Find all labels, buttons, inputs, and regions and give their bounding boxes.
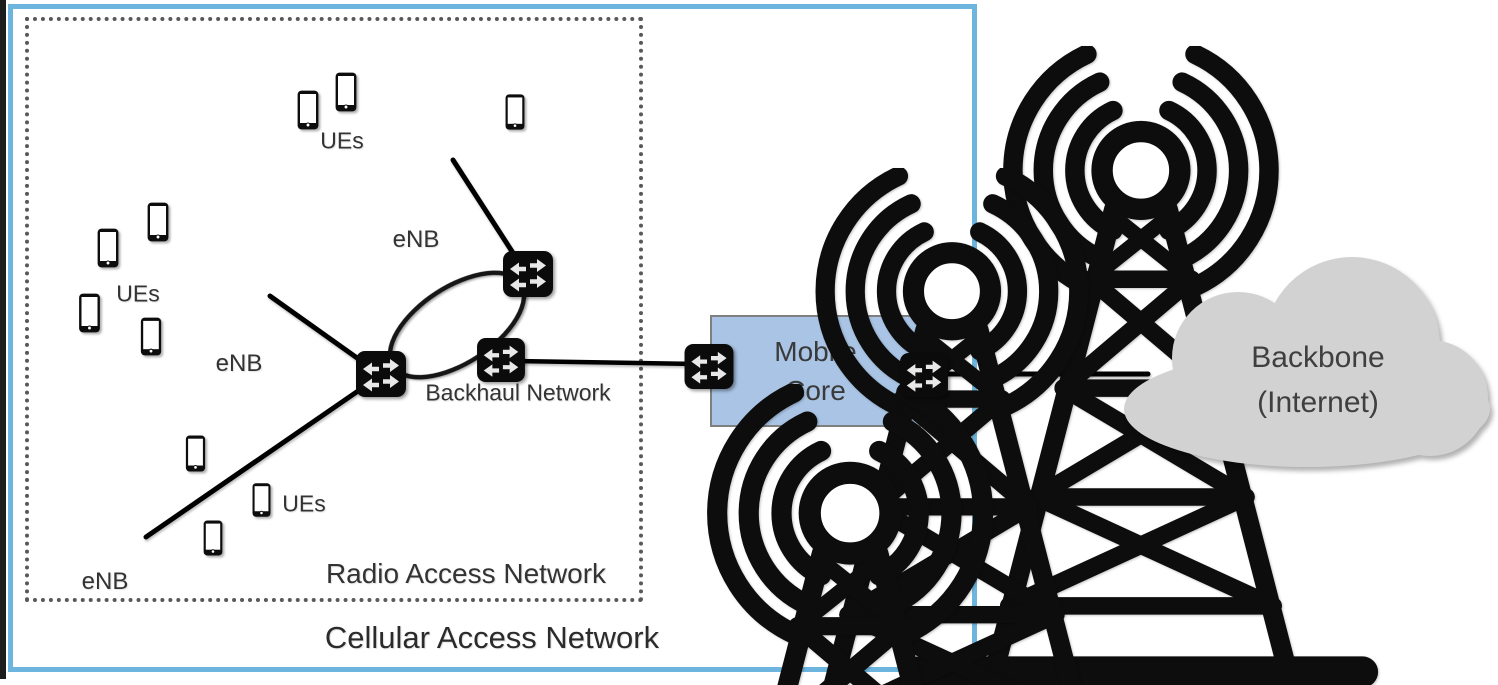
backbone-label-line2: (Internet) (1257, 386, 1379, 419)
connection-line-enb-bottom-to-switch (143, 377, 377, 540)
cloud-icon (1124, 257, 1490, 467)
backbone-internet-label: Backbone (Internet) (1251, 335, 1384, 425)
smartphone-icon (252, 482, 271, 518)
smartphone-icon (203, 520, 223, 556)
network-switch-icon-backhaul-top (503, 251, 553, 297)
smartphone-icon (505, 93, 525, 131)
smartphone-icon (297, 90, 319, 130)
cellular-access-network-label: Cellular Access Network (324, 620, 660, 655)
screen-edge-strip (0, 0, 6, 679)
smartphone-icon (97, 228, 119, 268)
network-switch-icon-backhaul-right (477, 337, 525, 383)
ues-group-label-top: UEs (320, 127, 364, 154)
enb-label-top: eNB (392, 226, 440, 253)
smartphone-icon (185, 435, 206, 472)
network-switch-icon-core-right (900, 352, 948, 398)
smartphone-icon (147, 202, 169, 242)
smartphone-icon (335, 72, 357, 112)
smartphone-icon (140, 317, 162, 356)
backhaul-network-label: Backhaul Network (425, 379, 611, 406)
ues-group-label-left: UEs (116, 280, 160, 307)
backbone-label-line1: Backbone (1251, 341, 1385, 374)
connection-line-backhaul-to-core (512, 358, 700, 367)
enb-label-bottom: eNB (81, 568, 129, 595)
radio-access-network-box (25, 17, 643, 602)
radio-access-network-label: Radio Access Network (325, 558, 607, 589)
smartphone-icon (78, 293, 101, 333)
enb-label-middle: eNB (215, 350, 263, 377)
network-switch-icon-core-left (684, 343, 734, 390)
ues-group-label-bottom: UEs (282, 490, 326, 517)
network-switch-icon-backhaul-left (356, 351, 406, 397)
